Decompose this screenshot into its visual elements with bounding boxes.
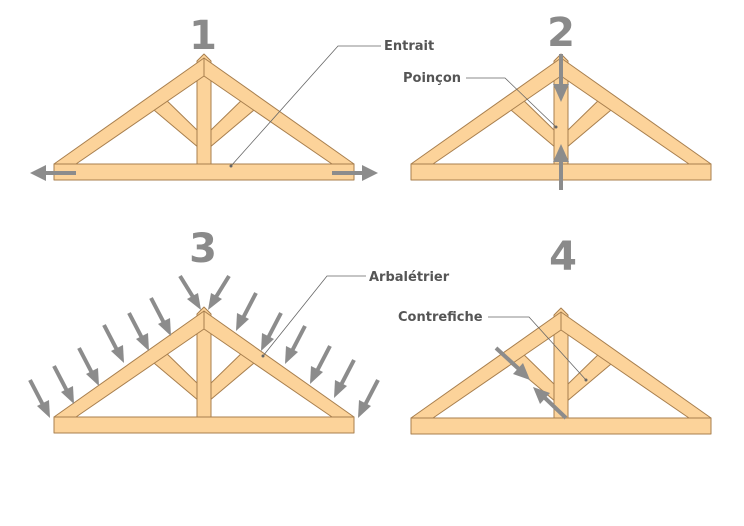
panel-2-number: 2 — [547, 10, 575, 56]
truss-3 — [53, 306, 355, 434]
compression-arrow-down — [553, 54, 569, 102]
arbaletrier-leader — [262, 275, 366, 357]
panel-2: 2 Poinçon — [403, 10, 712, 190]
strut-arrow-up — [533, 387, 568, 420]
tension-arrow-right — [332, 165, 378, 181]
panel-3-number: 3 — [189, 226, 217, 272]
panel-1: 1 Entrait — [30, 13, 434, 181]
tension-arrow-left — [30, 165, 76, 181]
compression-arrow-up — [553, 144, 569, 190]
panel-3: 3 Arbalétrier — [28, 226, 450, 434]
entrait-leader — [230, 45, 381, 167]
panel-4: 4 Contrefiche — [398, 234, 712, 435]
load-arrows — [28, 274, 380, 418]
contrefiche-label: Contrefiche — [398, 310, 483, 325]
entrait-label: Entrait — [384, 39, 434, 54]
contrefiche-leader — [488, 316, 587, 381]
arbaletrier-label: Arbalétrier — [369, 270, 450, 285]
panel-4-number: 4 — [549, 234, 577, 280]
poincon-label: Poinçon — [403, 71, 461, 86]
poincon-leader — [466, 77, 557, 128]
truss-1 — [53, 53, 355, 181]
panel-1-number: 1 — [189, 13, 217, 59]
strut-arrow-down — [494, 346, 530, 380]
